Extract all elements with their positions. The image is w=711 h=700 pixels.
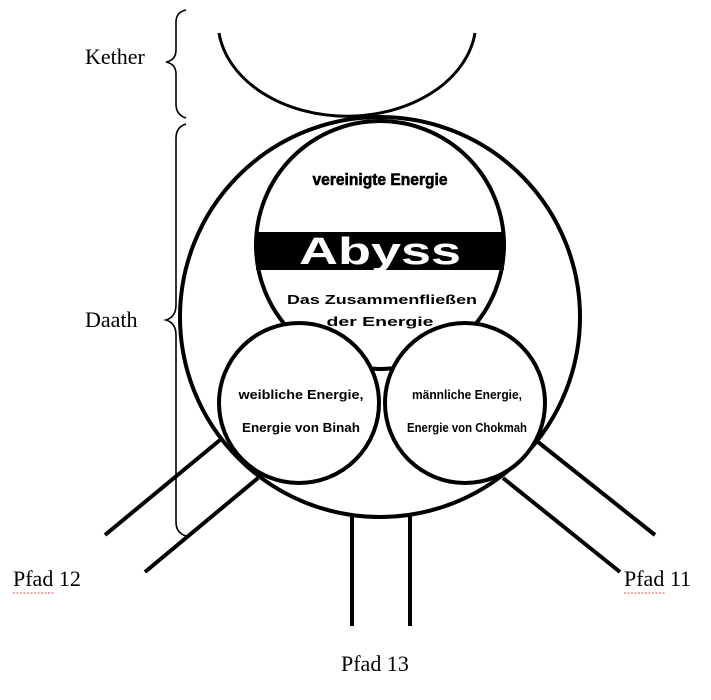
binah-line2: Energie von Binah: [242, 420, 360, 435]
daath-label: Daath: [85, 307, 138, 332]
pfad-12-line-inner: [143, 476, 260, 574]
abyss-label: Abyss: [299, 231, 461, 273]
binah-circle: [217, 321, 381, 485]
abyss-banner: [256, 232, 504, 270]
pfad-12-label: Pfad 12: [13, 566, 81, 591]
kether-brace: [165, 9, 187, 119]
daath-brace: [163, 123, 187, 537]
pfad-11-line-inner: [501, 476, 622, 574]
chokmah-circle: [383, 321, 547, 485]
chokmah-line2: Energie von Chokmah: [407, 420, 527, 435]
pfad-11-label: Pfad 11: [624, 566, 691, 591]
chokmah-line1: männliche Energie,: [412, 387, 522, 402]
pfad-11-line-outer: [536, 440, 657, 537]
kether-sphere-arc: [217, 32, 477, 118]
zusammenfliessen-label: Das Zusammenfließen: [287, 292, 477, 307]
kether-label: Kether: [85, 44, 146, 69]
vereinigte-energie-label: vereinigte Energie: [313, 170, 448, 189]
pfad-13-label: Pfad 13: [341, 651, 409, 676]
binah-line1: weibliche Energie,: [237, 387, 363, 402]
pfad-12-line-outer: [103, 438, 222, 537]
der-energie-label: der Energie: [327, 314, 434, 329]
